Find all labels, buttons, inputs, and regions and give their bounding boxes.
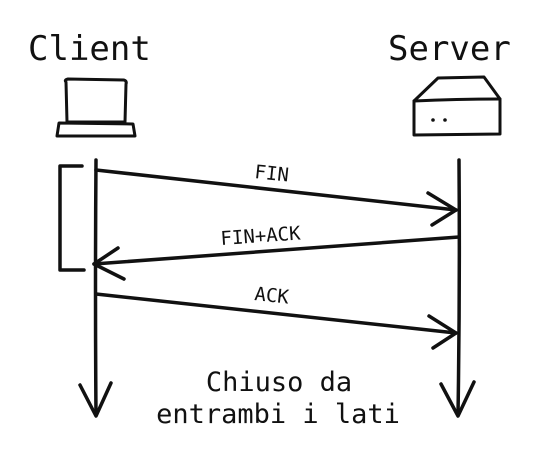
client-lifeline bbox=[93, 158, 98, 417]
message-finack-arrow bbox=[92, 235, 461, 281]
footer-line1: Chiuso da bbox=[206, 367, 352, 398]
message-ack-arrow bbox=[94, 292, 458, 350]
client-lifeline-arrowhead bbox=[78, 381, 113, 418]
laptop-icon bbox=[55, 77, 137, 138]
message-ack-label: ACK bbox=[253, 283, 290, 309]
message-fin-arrow bbox=[94, 168, 458, 227]
message-finack-label: FIN+ACK bbox=[220, 222, 302, 250]
footer-line2: entrambi i lati bbox=[156, 399, 400, 430]
message-fin-label: FIN bbox=[253, 161, 289, 186]
server-icon bbox=[412, 75, 502, 137]
server-lifeline bbox=[456, 158, 462, 417]
client-wait-bracket bbox=[58, 164, 86, 272]
client-label: Client bbox=[28, 29, 151, 69]
server-lifeline-arrowhead bbox=[439, 380, 476, 418]
server-label: Server bbox=[388, 29, 511, 69]
